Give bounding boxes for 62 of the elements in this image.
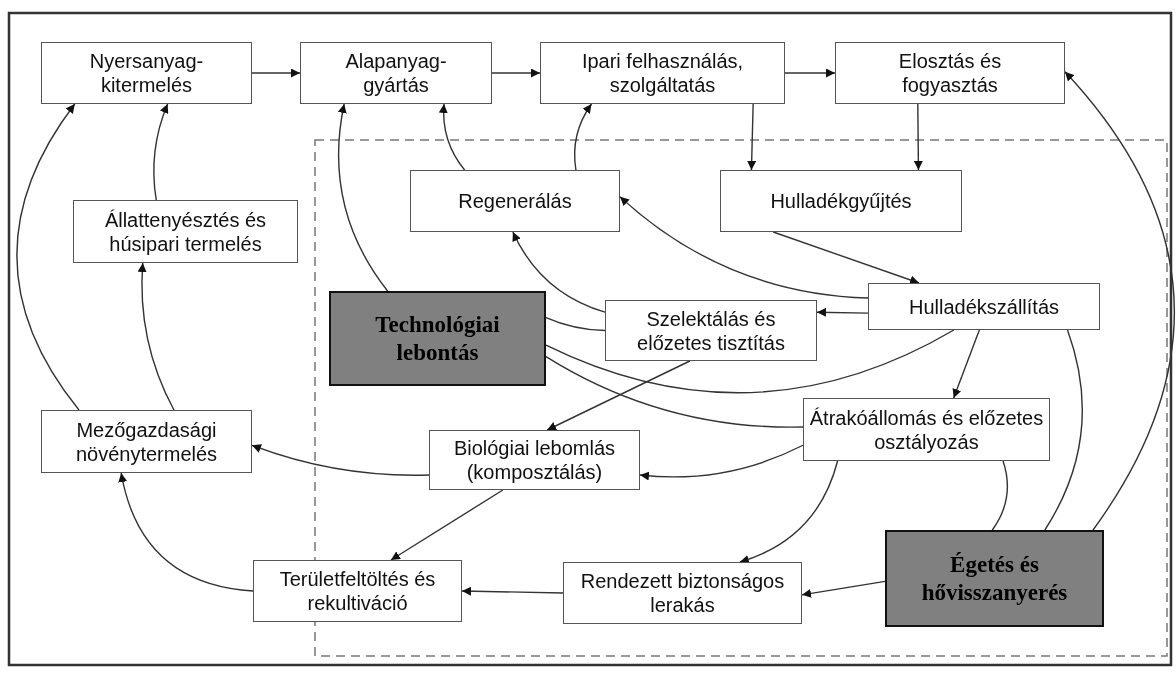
arrow [251, 68, 301, 78]
arrow [619, 195, 869, 299]
process-label: Területfeltöltés és rekultiváció [278, 567, 437, 615]
connector-line [545, 316, 606, 332]
connector-line [545, 329, 955, 394]
arrow [118, 472, 254, 592]
highlighted-process-box [329, 291, 546, 386]
process-box [563, 562, 802, 624]
process-label: Alapanyag-gyártás [344, 49, 448, 97]
arrow [153, 103, 169, 201]
arrow [251, 444, 430, 476]
arrow [512, 231, 606, 313]
process-label: Égetés és hővisszanyerés [920, 550, 1069, 607]
arrow [816, 307, 869, 317]
process-label: Elosztás és fogyasztás [897, 49, 1003, 97]
arrow [439, 103, 466, 171]
arrow [573, 103, 593, 171]
connector-line [545, 355, 804, 428]
arrow [461, 586, 564, 596]
arrow [739, 460, 839, 564]
highlighted-process-box [885, 530, 1104, 627]
arrow [913, 103, 923, 171]
arrow [16, 103, 80, 411]
process-box [41, 410, 252, 473]
process-box [868, 283, 1100, 330]
arrow [639, 444, 804, 481]
process-box [803, 398, 1050, 461]
process-box [605, 300, 817, 361]
process-label: Szelektálás és előzetes tisztítás [636, 306, 786, 355]
process-box [429, 430, 640, 490]
process-box [835, 42, 1065, 104]
connector-line [1044, 329, 1083, 531]
process-label: Nyersanyag-kitermelés [88, 49, 205, 97]
arrow [1064, 71, 1175, 531]
process-box [300, 42, 492, 104]
process-box [253, 560, 462, 622]
process-label: Biológiai lebomlás (komposztálás) [452, 436, 617, 484]
connector-line [991, 460, 1009, 531]
process-box [720, 170, 962, 232]
process-box [540, 42, 785, 104]
process-box [73, 200, 298, 263]
arrow [747, 103, 757, 171]
arrow [772, 231, 920, 285]
arrow [546, 360, 691, 431]
arrow [801, 580, 886, 598]
process-label: Állattenyésztés és húsipari termelés [103, 207, 268, 256]
arrow [952, 329, 981, 399]
process-label: Átrakóállomás és előzetes osztályozás [808, 405, 1045, 454]
process-label: Mezőgazdasági növénytermelés [74, 417, 219, 466]
process-label: Hulladékgyűjtés [770, 189, 912, 213]
arrow [337, 103, 389, 292]
process-label: Hulladékszállítás [908, 294, 1060, 319]
arrow [491, 68, 541, 78]
process-label: Regenerálás [458, 189, 572, 213]
process-label: Ipari felhasználás, szolgáltatás [580, 49, 745, 97]
process-box [410, 170, 620, 232]
process-label: Rendezett biztonságos lerakás [579, 569, 786, 617]
arrow [137, 262, 175, 411]
process-label: Technológiai lebontás [374, 310, 501, 367]
process-box [41, 42, 252, 104]
arrow [390, 489, 504, 561]
arrow [784, 68, 836, 78]
